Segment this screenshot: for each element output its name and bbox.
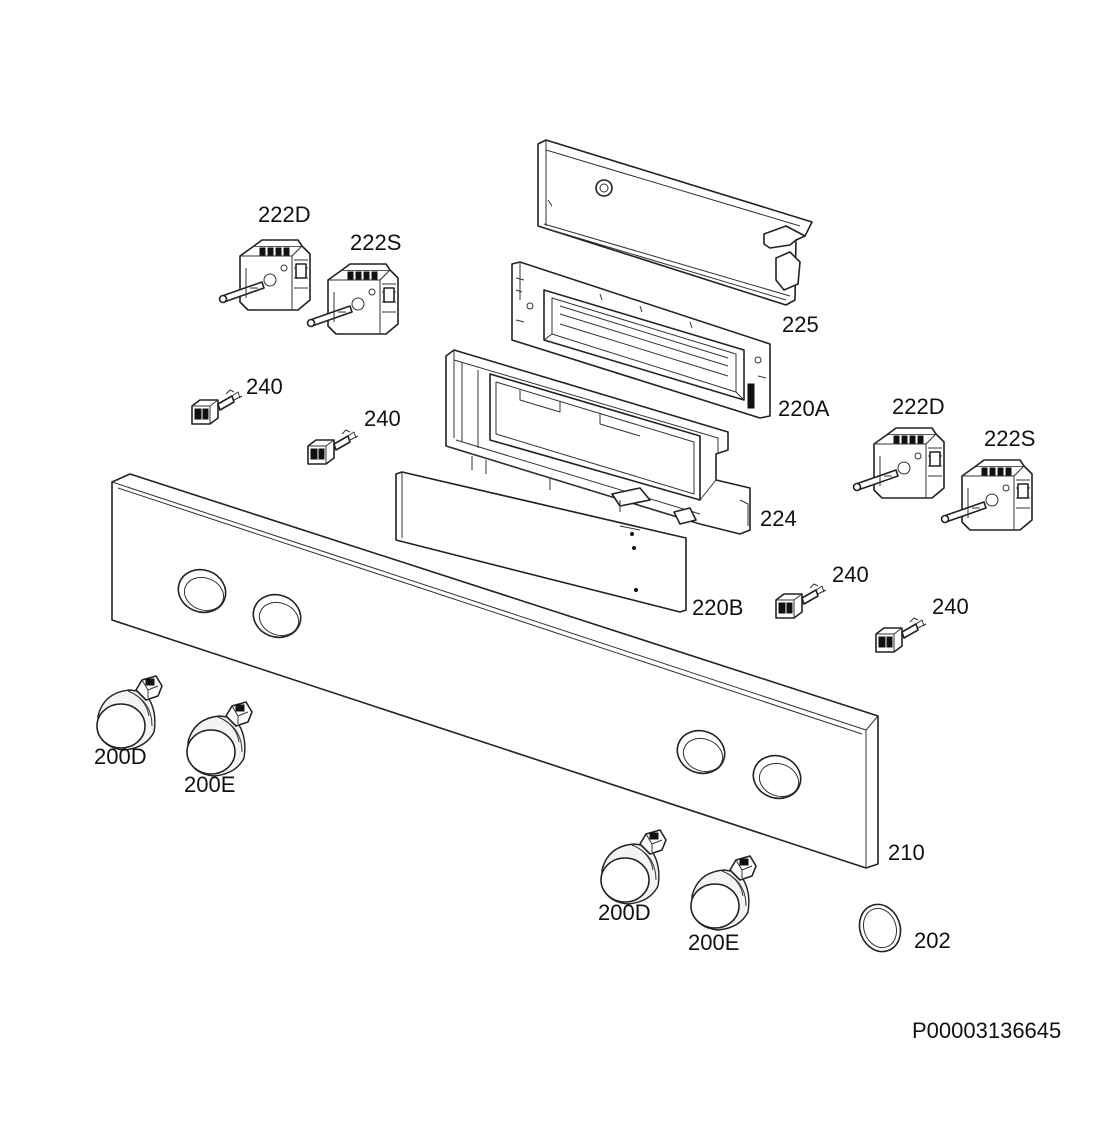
knob-200D-right [600,829,667,905]
callout-222S-right: 222S [984,426,1035,451]
callout-240-c: 240 [832,562,869,587]
lamp-240-a [191,389,243,425]
switch-222S-right [940,459,1033,531]
callout-240-a: 240 [246,374,283,399]
lamp-240-b [307,429,359,465]
callout-240-b: 240 [364,406,401,431]
callout-200D-right: 200D [598,900,651,925]
callout-225: 225 [782,312,819,337]
knob-200E-right [690,855,757,931]
ring-202 [858,903,902,953]
callout-200E-left: 200E [184,772,235,797]
switch-222D-right [852,427,945,499]
callout-222S-left: 222S [350,230,401,255]
callout-222D-right: 222D [892,394,945,419]
callout-210: 210 [888,840,925,865]
callout-240-d: 240 [932,594,969,619]
control-panel-210 [111,473,879,869]
callout-200D-left: 200D [94,744,147,769]
lamp-240-c [775,583,827,619]
display-panel-220B [395,471,687,613]
display-cover-225 [537,139,813,306]
callout-220B: 220B [692,595,743,620]
callout-200E-right: 200E [688,930,739,955]
callout-224: 224 [760,506,797,531]
lamp-240-d [875,617,927,653]
knob-200E-left [186,701,253,777]
switch-222D-left [218,239,311,311]
pcb-220A [511,261,771,419]
callout-222D-left: 222D [258,202,311,227]
callout-220A: 220A [778,396,830,421]
knob-200D-left [96,675,163,751]
display-holder-224 [445,349,751,535]
callout-202: 202 [914,928,951,953]
switch-222S-left [306,263,399,335]
document-id: P00003136645 [912,1018,1061,1043]
